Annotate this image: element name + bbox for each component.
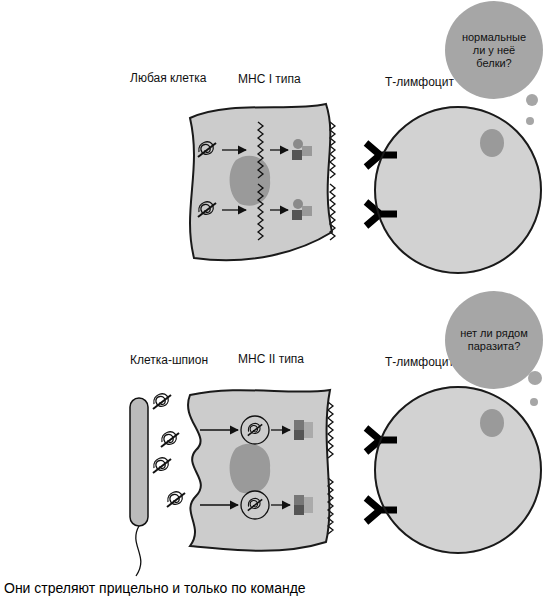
mhc1-molecule xyxy=(302,146,312,156)
mhc1-molecule xyxy=(293,139,303,149)
mhc2-pathway xyxy=(130,394,397,576)
arrow xyxy=(271,429,290,430)
protein xyxy=(248,423,262,435)
nucleus xyxy=(230,444,271,494)
mhc2-molecule xyxy=(294,430,304,440)
t-cell-receptor xyxy=(366,143,397,167)
thought-bubble: нормальные ли у неё белки? xyxy=(445,1,543,99)
peptide xyxy=(258,184,263,240)
cell-outline xyxy=(180,384,336,556)
protein xyxy=(153,394,171,409)
t-lymphocyte-outline xyxy=(374,386,542,554)
ribosome xyxy=(198,142,216,157)
thought-bubble-shape xyxy=(445,1,543,99)
mhc2-molecule xyxy=(294,505,304,515)
bacterium xyxy=(130,398,148,526)
vesicle xyxy=(241,491,269,519)
mhc1-molecule xyxy=(292,210,302,220)
lymphocyte-membrane xyxy=(375,107,541,273)
t-lymphocyte: Т-лимфоцит xyxy=(374,386,542,554)
lymphocyte-fill xyxy=(374,386,542,554)
mhc2-molecule xyxy=(304,422,313,438)
caption: Они стреляют прицельно и только по коман… xyxy=(4,580,306,597)
arrow xyxy=(270,149,288,150)
thought-text: нормальные ли у неё белки? xyxy=(457,31,531,70)
mhc1-molecule xyxy=(302,206,312,216)
lymphocyte-fill xyxy=(374,106,542,274)
protein xyxy=(153,458,171,473)
arrow xyxy=(200,429,238,430)
thought-dot xyxy=(526,94,538,106)
cell-label: Т-лимфоцит xyxy=(385,355,454,369)
peptide xyxy=(328,402,333,458)
nucleus xyxy=(230,156,271,206)
mhc1-molecule xyxy=(293,199,303,209)
protein xyxy=(161,432,179,447)
arrow xyxy=(270,209,288,210)
cell-label: Т-лимфоцит xyxy=(385,75,454,89)
thought-dot xyxy=(530,398,538,406)
thought-bubble: нет ли рядом паразита? xyxy=(445,291,543,389)
molecule-label: МНС I типа xyxy=(238,72,301,86)
arrow xyxy=(271,504,290,505)
vesicle xyxy=(241,416,269,444)
arrow xyxy=(222,209,246,210)
thought-bubble-shape xyxy=(445,291,543,389)
protein xyxy=(248,498,262,510)
mhc1-pathway xyxy=(198,122,397,240)
arrow xyxy=(222,149,246,150)
mhc1-molecule xyxy=(292,150,302,160)
cell: Любая клетка xyxy=(180,102,334,268)
cell-fill xyxy=(188,390,330,551)
lymphocyte-membrane xyxy=(375,387,541,553)
thought-text: нет ли рядом паразита? xyxy=(457,327,531,353)
flagellum xyxy=(136,526,141,576)
t-lymphocyte: Т-лимфоцит xyxy=(374,106,542,274)
mhc2-molecule xyxy=(294,495,304,505)
cell-label: Любая клетка xyxy=(130,71,206,85)
cell: Клетка-шпион xyxy=(180,384,336,556)
nucleus xyxy=(480,129,504,157)
protein xyxy=(167,492,185,507)
cell-membrane xyxy=(190,104,332,260)
cell-label: Клетка-шпион xyxy=(130,353,208,367)
thought-dot xyxy=(526,117,534,125)
mhc2-molecule xyxy=(294,420,304,430)
cell-outline xyxy=(180,102,334,268)
peptide xyxy=(258,122,263,178)
arrow xyxy=(200,504,238,505)
t-lymphocyte-outline xyxy=(374,106,542,274)
cell-fill xyxy=(190,104,332,260)
ribosome xyxy=(198,202,216,217)
nucleus xyxy=(480,409,504,437)
cell-membrane xyxy=(188,390,330,551)
molecule-label: МНС II типа xyxy=(238,352,304,366)
mhc2-molecule xyxy=(304,497,313,513)
